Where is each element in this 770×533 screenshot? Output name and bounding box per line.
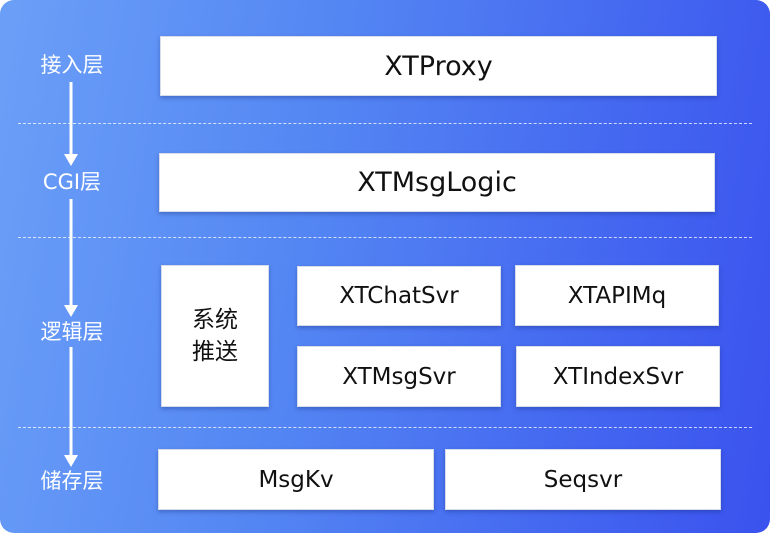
arrow-head-logic: [64, 305, 78, 317]
layer-label-storage: 储存层: [40, 469, 104, 493]
module-xtapimq: XTAPIMq: [515, 265, 719, 326]
module-xtchatsvr: XTChatSvr: [297, 266, 501, 326]
arrow-head-cgi: [64, 154, 78, 166]
layer-label-logic: 逻辑层: [40, 320, 104, 344]
module-xtindexsvr: XTIndexSvr: [516, 346, 720, 407]
system-push-line-2: 推送: [192, 339, 238, 365]
divider-logic-storage: [18, 427, 752, 428]
module-system-push: 系统 推送: [161, 265, 269, 407]
system-push-line-1: 系统: [192, 307, 238, 333]
module-xtmsgsvr: XTMsgSvr: [297, 346, 501, 407]
divider-access-cgi: [18, 123, 752, 124]
module-xtmsglogic: XTMsgLogic: [159, 153, 715, 212]
module-xtproxy: XTProxy: [160, 36, 717, 96]
module-seqsvr: Seqsvr: [445, 449, 721, 510]
arrow-head-storage: [64, 455, 78, 467]
module-msgkv: MsgKv: [158, 449, 434, 510]
layer-label-cgi: CGI层: [42, 170, 102, 194]
divider-cgi-logic: [18, 237, 752, 238]
layer-label-access: 接入层: [40, 53, 104, 77]
